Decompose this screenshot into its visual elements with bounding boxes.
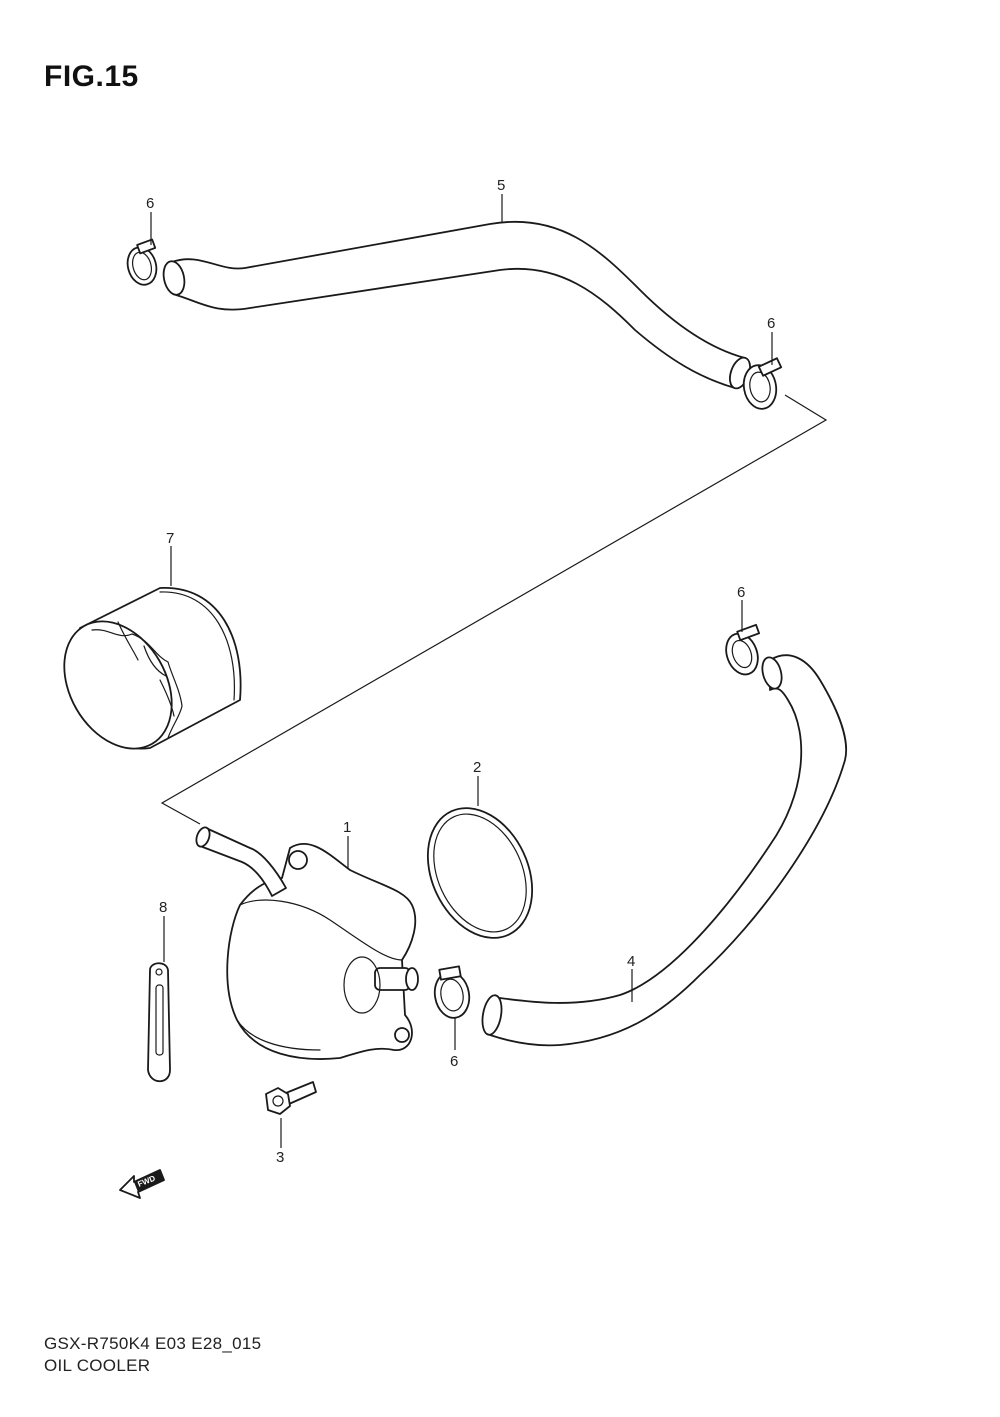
oil-cooler[interactable]	[194, 826, 419, 1060]
clamp-right[interactable]	[721, 623, 764, 679]
figure-title: FIG.15	[44, 60, 139, 93]
hose-lower[interactable]	[480, 654, 847, 1047]
callout-3: 3	[276, 1149, 284, 1166]
callout-5: 5	[497, 177, 505, 194]
callout-4: 4	[627, 953, 635, 970]
clamp-lower[interactable]	[431, 965, 472, 1020]
callout-8: 8	[159, 899, 167, 916]
hose-upper[interactable]	[161, 220, 754, 391]
callout-1: 1	[343, 819, 351, 836]
fwd-arrow-icon: FWD	[119, 1169, 165, 1199]
oil-filter[interactable]	[42, 587, 242, 768]
callout-2: 2	[473, 759, 481, 776]
clamp-upper-left[interactable]	[124, 238, 161, 288]
model-code: GSX-R750K4 E03 E28_015	[44, 1334, 262, 1353]
callout-6-right: 6	[737, 584, 745, 601]
callout-7: 7	[166, 530, 174, 547]
callout-leaders	[150, 194, 773, 1148]
bolt[interactable]	[265, 1081, 317, 1115]
clamp-upper-right[interactable]	[740, 357, 783, 411]
o-ring[interactable]	[408, 791, 552, 955]
section-name: OIL COOLER	[44, 1356, 151, 1375]
callout-6-lower: 6	[450, 1053, 458, 1070]
bracket[interactable]	[147, 962, 171, 1083]
assembly-connection-line	[160, 394, 828, 825]
callout-6-upper-right: 6	[767, 315, 775, 332]
callout-6-upper-left: 6	[146, 195, 154, 212]
callout-numbers: 6 5 6 6 7 2 1 8 4 6 3	[146, 177, 775, 1166]
figure-footer: GSX-R750K4 E03 E28_015 OIL COOLER	[44, 1333, 261, 1377]
